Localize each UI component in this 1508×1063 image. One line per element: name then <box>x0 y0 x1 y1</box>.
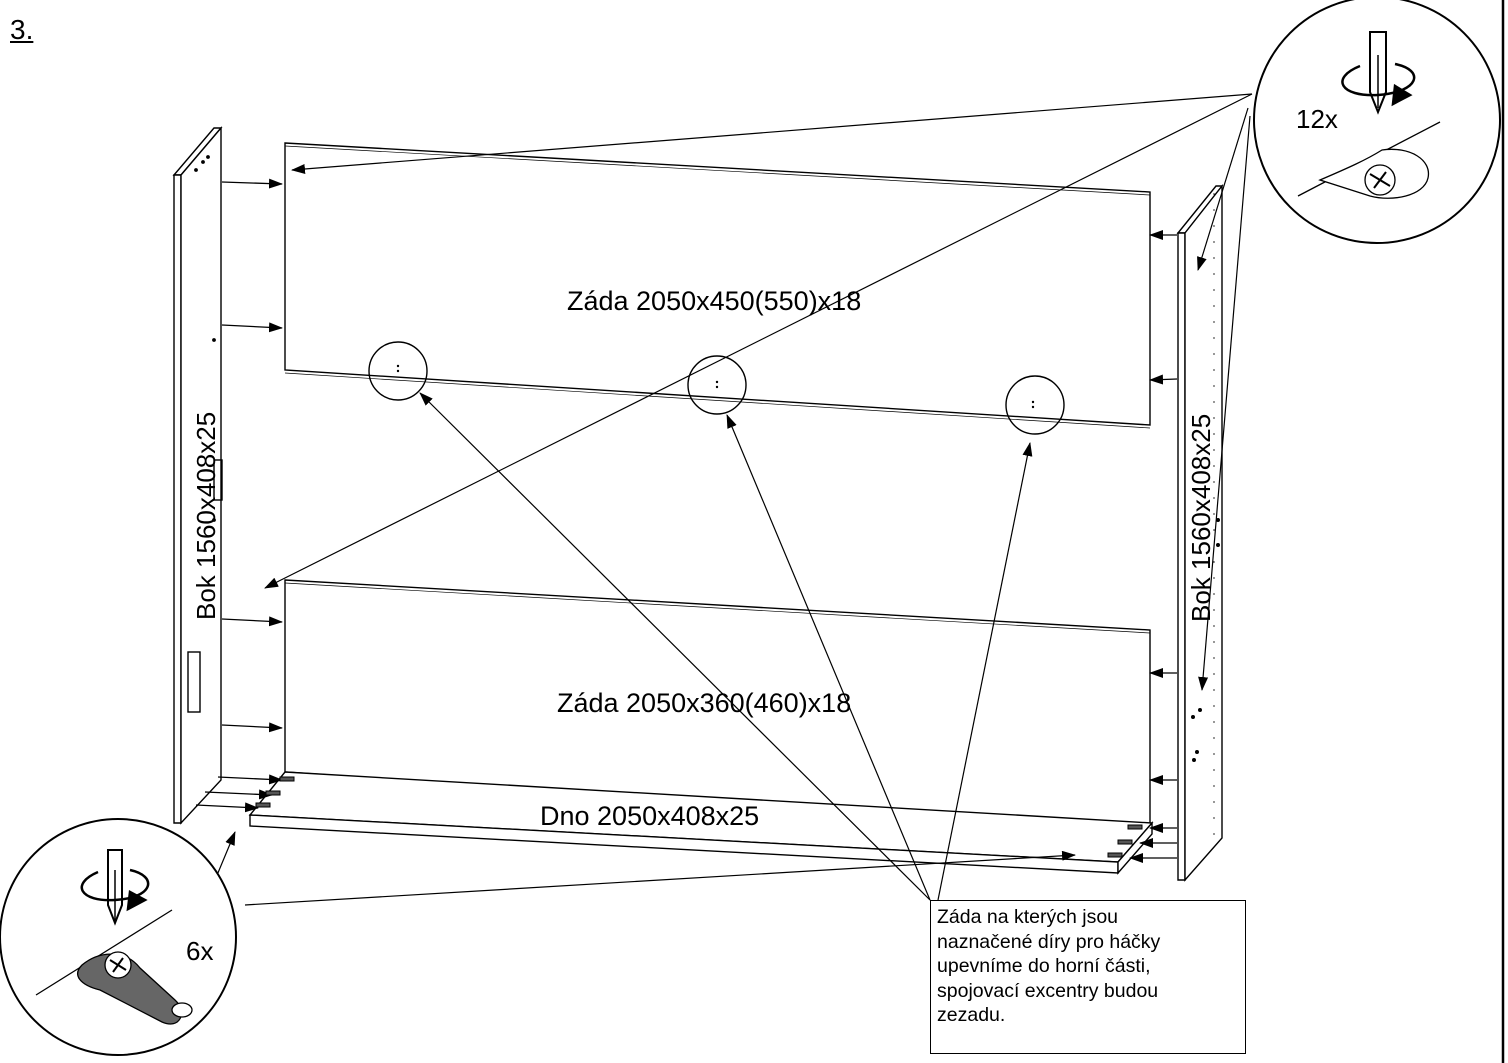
note-box: Záda na kterých jsou naznačené díry pro … <box>930 900 1246 1054</box>
upper-back-panel <box>284 142 1151 429</box>
upper-back-label: Záda 2050x450(550)x18 <box>567 286 861 316</box>
rotation-arrow-icon <box>1341 62 1416 107</box>
callout-6x-count: 6x <box>186 936 213 966</box>
cam-fitting-icon <box>35 909 193 1025</box>
right-side-label: Bok 1560x408x25 <box>1186 414 1216 622</box>
hook-hole-markers <box>368 341 1065 435</box>
screwdriver-icon <box>107 849 123 926</box>
callout-12x-count: 12x <box>1296 104 1338 134</box>
callout-12x-leaders <box>264 93 1253 691</box>
note-line: upevníme do horní části, <box>937 955 1151 977</box>
lower-back-label: Záda 2050x360(460)x18 <box>557 688 851 718</box>
bottom-panel <box>248 771 1154 875</box>
cam-hardware <box>255 776 1143 858</box>
note-leaders <box>419 392 1033 901</box>
left-side-label: Bok 1560x408x25 <box>191 412 221 620</box>
screwdriver-icon <box>1369 31 1387 115</box>
bottom-label: Dno 2050x408x25 <box>540 801 759 831</box>
callout-6x: 6x <box>0 818 237 1056</box>
callout-12x: 12x <box>1253 0 1501 244</box>
callout-6x-leaders <box>214 831 1076 906</box>
note-line: Záda na kterých jsou <box>937 906 1119 928</box>
right-side-panel <box>1176 183 1224 882</box>
cam-fitting-icon <box>1297 121 1441 199</box>
step-number: 3. <box>10 14 34 45</box>
note-line: zezadu. <box>937 1004 1006 1026</box>
note-line: spojovací excentry budou <box>937 979 1159 1002</box>
rotation-arrow-icon <box>80 868 150 912</box>
note-line: naznačené díry pro háčky <box>937 930 1161 953</box>
dowel-arrows-left <box>195 178 283 813</box>
dowel-arrows-right <box>1129 230 1178 863</box>
left-side-panel <box>172 126 223 825</box>
